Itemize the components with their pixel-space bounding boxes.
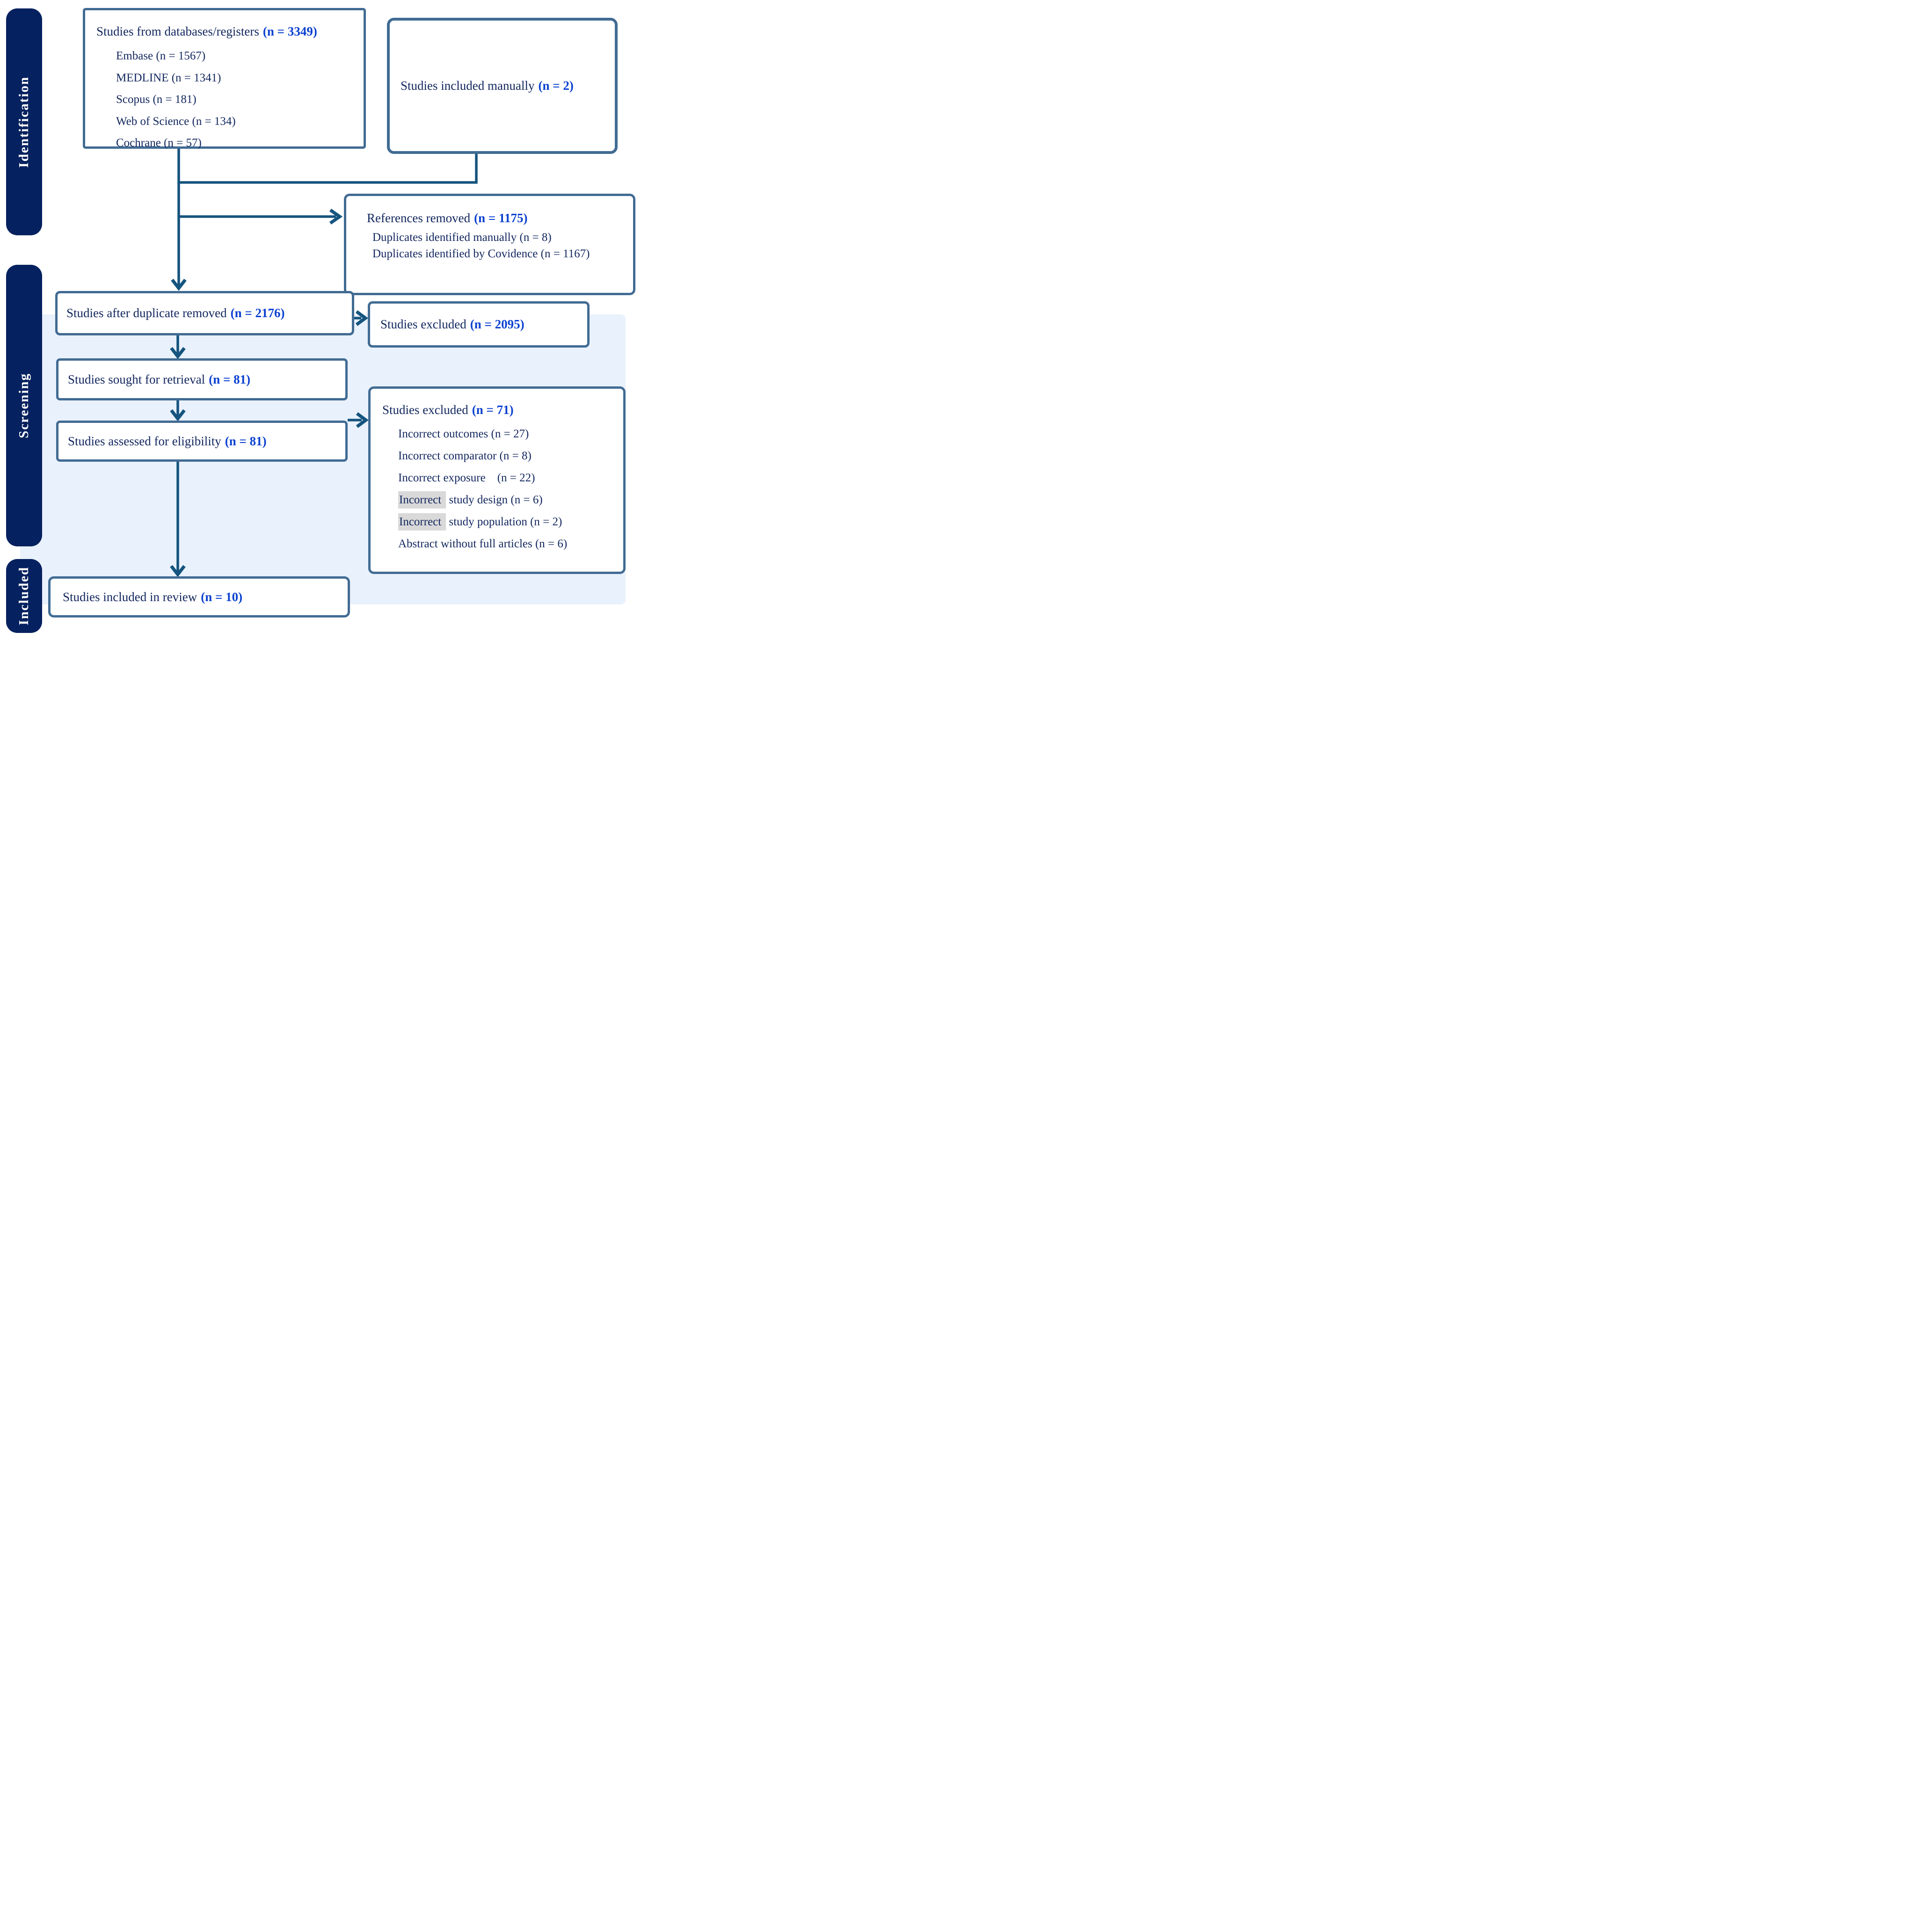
database-item: MEDLINE (n = 1341) <box>116 71 221 84</box>
exclusion-reason: Incorrect exposure (n = 22) <box>398 467 623 489</box>
box-assessed-title-text: Studies assessed for eligibility <box>68 434 221 448</box>
box-excluded-eligibility: Studies excluded (n = 71) Incorrect outco… <box>368 386 626 574</box>
box-included-manually-title-text: Studies included manually <box>401 79 535 93</box>
arrowhead-right-references <box>329 209 343 225</box>
box-sought: Studies sought for retrieval (n = 81) <box>56 358 348 400</box>
box-assessed-count: (n = 81) <box>225 434 267 448</box>
exclusion-text: Abstract without full articles (n = 6) <box>398 537 568 550</box>
box-excluded-screening-count: (n = 2095) <box>470 317 525 331</box>
box-references-removed-count: (n = 1175) <box>474 211 528 225</box>
database-item: Scopus (n = 181) <box>116 93 197 106</box>
box-assessed: Studies assessed for eligibility (n = 81) <box>56 421 348 462</box>
box-included-review: Studies included in review (n = 10) <box>48 576 350 617</box>
exclusion-text: Incorrect comparator (n = 8) <box>398 450 532 462</box>
exclusion-text: Incorrect outcomes (n = 27) <box>398 428 529 440</box>
box-included-manually-count: (n = 2) <box>538 79 574 93</box>
box-databases: Studies from databases/registers(n = 334… <box>83 8 366 149</box>
exclusion-reason: Incorrect outcomes (n = 27) <box>398 423 623 445</box>
box-sought-count: (n = 81) <box>209 372 251 386</box>
database-item: Cochrane (n = 57) <box>116 137 202 149</box>
box-sought-title-text: Studies sought for retrieval <box>68 372 205 386</box>
box-references-removed-title: References removed(n = 1175) <box>367 211 633 225</box>
box-excluded-eligibility-title-text: Studies excluded <box>382 403 468 417</box>
box-excluded-screening-title-text: Studies excluded <box>380 317 466 331</box>
database-item: Web of Science (n = 134) <box>116 115 236 128</box>
duplicates-item: Duplicates identified by Covidence (n = … <box>372 247 590 260</box>
stage-label-identification: Identification <box>16 76 31 168</box>
exclusion-text: study population (n = 2) <box>446 516 562 528</box>
box-included-review-title: Studies included in review (n = 10) <box>63 590 348 604</box>
exclusion-reason: Abstract without full articles (n = 6) <box>398 533 623 555</box>
stage-pill-identification: Identification <box>6 8 42 235</box>
box-databases-title-text: Studies from databases/registers <box>96 24 259 38</box>
stage-label-included: Included <box>16 567 31 625</box>
exclusion-text: study design (n = 6) <box>446 494 543 506</box>
box-included-manually: Studies included manually(n = 2) <box>387 18 618 154</box>
box-included-review-count: (n = 10) <box>201 589 243 604</box>
exclusion-reason: Incorrect comparator (n = 8) <box>398 445 623 467</box>
box-after-duplicates-count: (n = 2176) <box>230 306 285 320</box>
box-references-removed-title-text: References removed <box>367 211 471 225</box>
box-references-removed: References removed(n = 1175) Duplicates … <box>344 194 635 295</box>
prisma-flow-diagram: Identification Screening Included Studie… <box>0 0 639 644</box>
box-assessed-title: Studies assessed for eligibility (n = 81) <box>68 434 345 449</box>
exclusion-text: Incorrect exposure (n = 22) <box>398 472 535 484</box>
box-included-review-title-text: Studies included in review <box>63 589 197 604</box>
exclusion-reason: Incorrect study population (n = 2) <box>398 511 623 533</box>
exclusion-highlight: Incorrect <box>398 513 446 530</box>
box-excluded-screening-title: Studies excluded (n = 2095) <box>380 317 587 332</box>
box-excluded-screening: Studies excluded (n = 2095) <box>368 301 590 348</box>
box-databases-title: Studies from databases/registers(n = 334… <box>96 24 364 39</box>
duplicates-item: Duplicates identified manually (n = 8) <box>372 231 552 244</box>
stage-label-screening: Screening <box>16 373 31 438</box>
exclusion-reason: Incorrect study design (n = 6) <box>398 489 623 511</box>
exclusion-highlight: Incorrect <box>398 491 446 508</box>
box-sought-title: Studies sought for retrieval (n = 81) <box>68 372 345 387</box>
stage-pill-screening: Screening <box>6 265 42 546</box>
box-databases-count: (n = 3349) <box>262 24 317 38</box>
box-after-duplicates-title-text: Studies after duplicate removed <box>66 306 227 320</box>
box-after-duplicates: Studies after duplicate removed(n = 2176… <box>55 291 354 335</box>
box-excluded-eligibility-title: Studies excluded (n = 71) <box>382 403 623 417</box>
stage-pill-included: Included <box>6 559 42 633</box>
database-item: Embase (n = 1567) <box>116 50 206 62</box>
box-excluded-eligibility-count: (n = 71) <box>472 403 514 417</box>
arrowhead-down-1 <box>171 278 187 291</box>
box-after-duplicates-title: Studies after duplicate removed(n = 2176… <box>66 306 352 320</box>
box-included-manually-title: Studies included manually(n = 2) <box>401 79 615 93</box>
